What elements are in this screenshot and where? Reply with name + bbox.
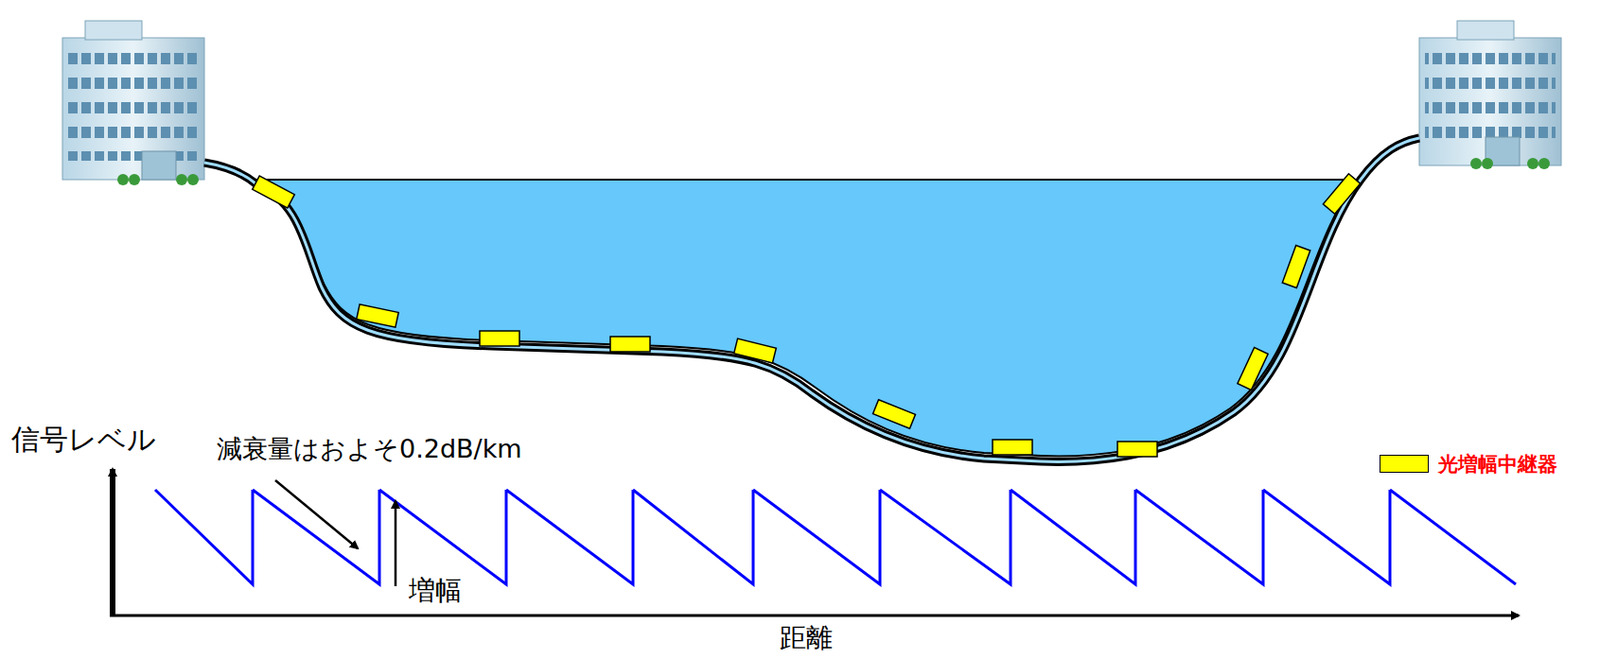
legend-swatch bbox=[1379, 455, 1429, 474]
legend-text: 光増幅中継器 bbox=[1438, 451, 1558, 478]
building bbox=[62, 20, 205, 186]
building bbox=[1419, 20, 1562, 170]
repeaters bbox=[252, 174, 1361, 458]
submarine-cable bbox=[204, 138, 1420, 462]
amplify-arrow bbox=[394, 501, 398, 587]
cable-core bbox=[204, 138, 1420, 462]
axis-label: 距離 bbox=[779, 624, 833, 654]
y-axis bbox=[109, 469, 116, 617]
attenuation-arrow bbox=[275, 480, 358, 549]
sea bbox=[255, 179, 1357, 457]
axis-label: 信号レベル bbox=[11, 423, 157, 456]
signal-level-sawtooth bbox=[155, 490, 1516, 585]
x-axis bbox=[109, 615, 1519, 618]
annotation: 減衰量はおよそ0.2dB/km bbox=[216, 435, 523, 464]
annotation: 増幅 bbox=[408, 577, 462, 607]
